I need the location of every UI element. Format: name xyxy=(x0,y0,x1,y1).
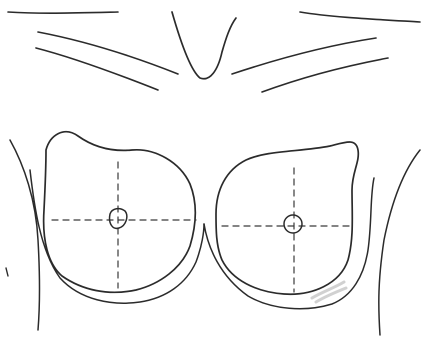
left-shoulder-top-stroke xyxy=(8,12,118,13)
